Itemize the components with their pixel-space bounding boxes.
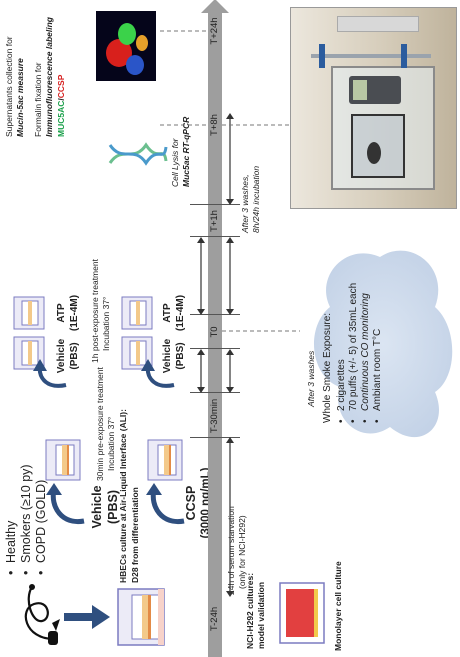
post-vehicle-well-icon [13, 336, 45, 370]
duration-arrow-starvation [226, 437, 234, 597]
dna-helix-icon [108, 142, 168, 166]
exposure-chamber-photo [290, 7, 457, 209]
smoke-item-puffs: 70 puffs (+/- 5) of 35mL each [348, 283, 360, 411]
smoke-item-co: Continuous CO monitoring [360, 283, 372, 411]
monolayer-well-icon [279, 582, 325, 644]
post-vehicle-arrow [33, 359, 67, 388]
duration-arrow-top-post [197, 237, 205, 315]
cohort-to-culture-arrow [64, 605, 110, 629]
smoke-title: Whole Smoke Exposure: [322, 312, 333, 423]
pre-vehicle-arrow [46, 483, 85, 525]
bronchoscope-icon [24, 584, 60, 645]
washes-incubation-2: 8h/24h incubation [251, 165, 261, 233]
smoke-item-temperature: Ambiant room T°C [372, 283, 384, 411]
duration-arrow-top-exposure [197, 349, 205, 393]
transwell-ali-icon [117, 588, 165, 646]
post-atp-well-icon [13, 296, 45, 330]
smoke-item-cigarettes: 2 cigarettes [336, 283, 348, 411]
post-atp-well-icon-2 [121, 296, 153, 330]
pre-ccsp-arrow [146, 483, 185, 525]
washes-incubation-1: After 3 washes, [240, 174, 250, 233]
smoke-list: 2 cigarettes 70 puffs (+/- 5) of 35mL ea… [336, 283, 384, 423]
post-vehicle-well-icon-2 [121, 336, 153, 370]
duration-arrow-post [226, 237, 234, 315]
washes-after-3: After 3 washes [306, 350, 316, 407]
duration-arrow-incubation [226, 113, 234, 205]
pre-vehicle-well-icon [45, 439, 81, 481]
pre-ccsp-well-icon [147, 439, 183, 481]
post-vehicle-arrow-2 [141, 359, 175, 388]
duration-arrow-exposure [226, 349, 234, 393]
